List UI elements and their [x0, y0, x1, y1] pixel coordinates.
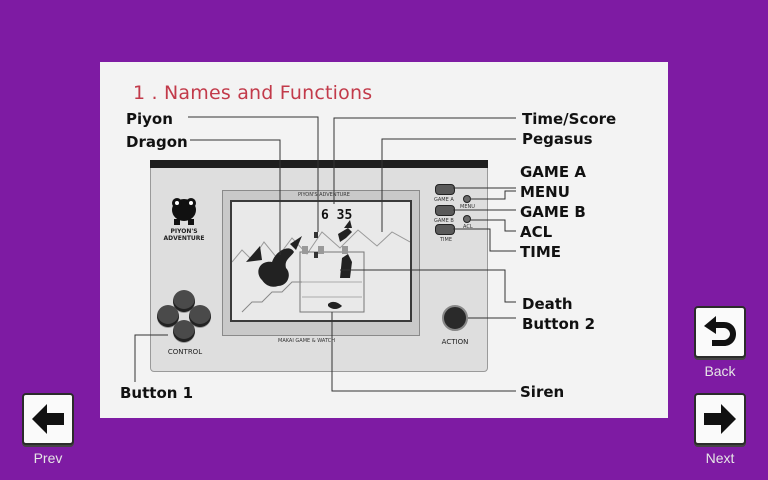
- dpad-up-button[interactable]: [173, 290, 195, 312]
- action-label: ACTION: [441, 338, 469, 346]
- piyon-logo-icon: [172, 198, 196, 225]
- dpad-right-button[interactable]: [189, 305, 211, 327]
- game-b-text: GAME B: [434, 218, 454, 224]
- device-top-strip: [150, 160, 488, 168]
- next-label: Next: [705, 450, 735, 466]
- menu-text: MENU: [460, 204, 475, 210]
- time-text: TIME: [440, 237, 453, 243]
- next-button[interactable]: [694, 393, 746, 445]
- label-menu: MENU: [520, 183, 570, 201]
- game-a-button[interactable]: [435, 184, 455, 195]
- dpad-down-button[interactable]: [173, 320, 195, 342]
- back-label: Back: [704, 363, 736, 379]
- page-title: 1 . Names and Functions: [133, 82, 373, 104]
- label-dragon: Dragon: [126, 133, 188, 151]
- label-siren: Siren: [520, 383, 565, 401]
- label-game-b: GAME B: [520, 203, 586, 221]
- prev-label: Prev: [33, 450, 63, 466]
- game-a-text: GAME A: [434, 197, 454, 203]
- label-death: Death: [522, 295, 573, 313]
- control-label: CONTROL: [167, 348, 203, 356]
- label-acl: ACL: [520, 223, 553, 241]
- label-game-a: GAME A: [520, 163, 586, 181]
- acl-text: ACL: [463, 224, 473, 230]
- label-pegasus: Pegasus: [522, 130, 593, 148]
- action-button[interactable]: [442, 305, 468, 331]
- return-arrow-icon: [704, 316, 736, 346]
- prev-button[interactable]: [22, 393, 74, 445]
- screen-title: PIYON'S ADVENTURE: [298, 192, 350, 198]
- acl-button[interactable]: [463, 215, 471, 223]
- score-display: 6 35: [321, 208, 353, 223]
- label-time: TIME: [520, 243, 561, 261]
- dpad-left-button[interactable]: [157, 305, 179, 327]
- label-button1: Button 1: [120, 384, 194, 402]
- arrow-right-icon: [704, 404, 736, 434]
- arrow-left-icon: [32, 404, 64, 434]
- back-button[interactable]: [694, 306, 746, 358]
- lcd-scene: [232, 220, 410, 313]
- device-caption: MAKAI GAME & WATCH: [278, 338, 335, 344]
- label-button2: Button 2: [522, 315, 596, 333]
- label-time-score: Time/Score: [522, 110, 617, 128]
- label-piyon: Piyon: [126, 110, 173, 128]
